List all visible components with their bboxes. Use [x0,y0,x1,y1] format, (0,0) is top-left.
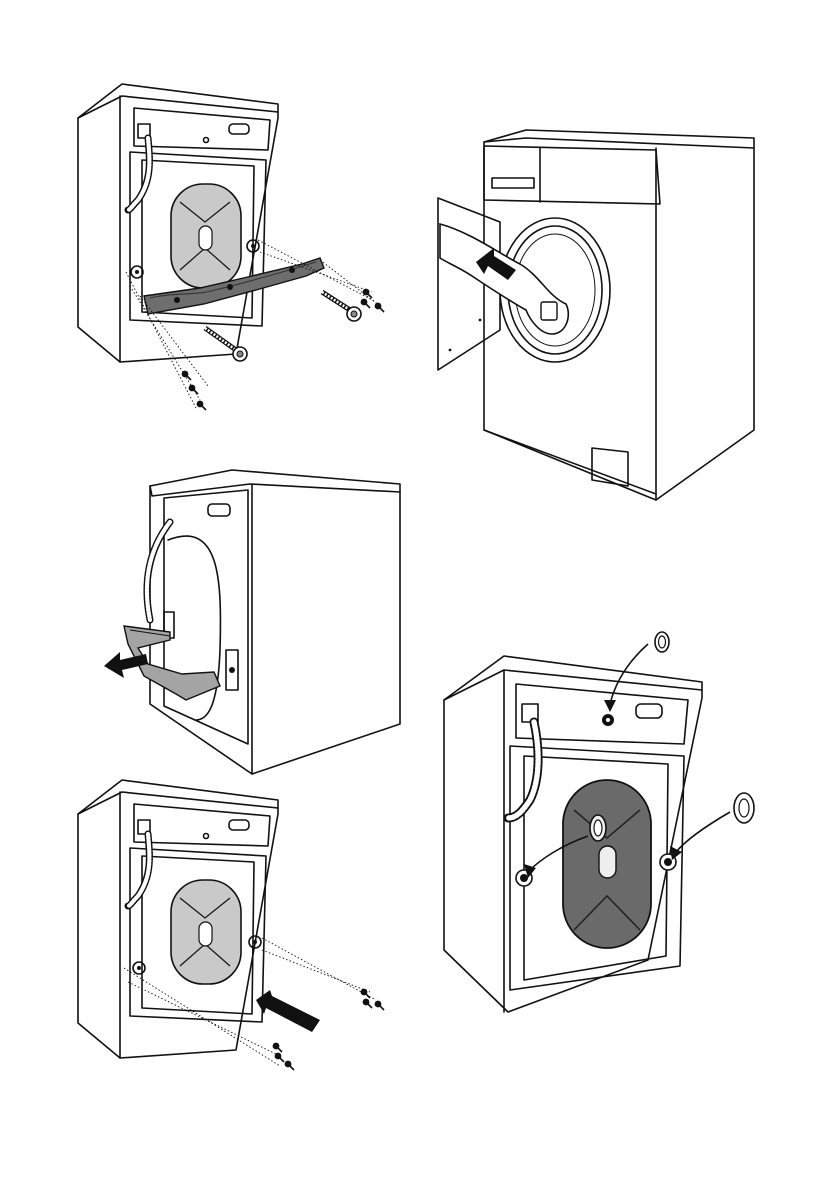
drain-hose [508,722,538,818]
rear-cover-panel [563,780,651,948]
